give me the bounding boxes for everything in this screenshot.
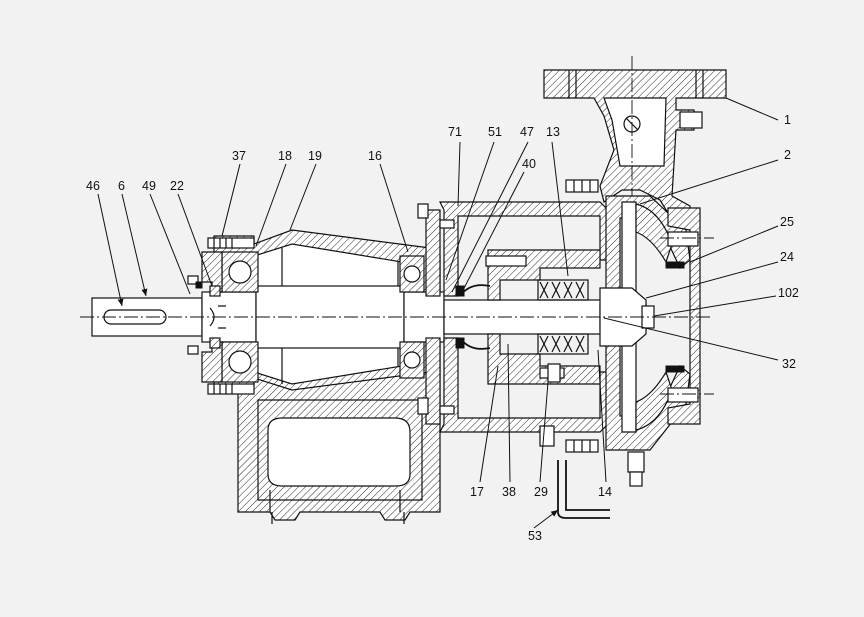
callout-47: 47 bbox=[520, 125, 534, 139]
callout-102: 102 bbox=[778, 286, 799, 300]
callout-18: 18 bbox=[278, 149, 292, 163]
callout-37: 37 bbox=[232, 149, 246, 163]
callout-49: 49 bbox=[142, 179, 156, 193]
callout-labels: 1 2 25 24 102 32 71 51 47 13 40 16 37 18… bbox=[86, 113, 799, 543]
end-cover-bolts bbox=[187, 237, 255, 395]
bearings bbox=[201, 251, 425, 383]
callout-32: 32 bbox=[782, 357, 796, 371]
seal-chamber bbox=[417, 201, 615, 433]
callout-1: 1 bbox=[784, 113, 791, 127]
support-bracket bbox=[557, 460, 610, 519]
callout-46: 46 bbox=[86, 179, 100, 193]
callout-38: 38 bbox=[502, 485, 516, 499]
callout-25: 25 bbox=[780, 215, 794, 229]
callout-53: 53 bbox=[528, 529, 542, 543]
centerlines bbox=[80, 56, 714, 395]
leader-lines bbox=[97, 97, 779, 529]
callout-6: 6 bbox=[118, 179, 125, 193]
callout-24: 24 bbox=[780, 250, 794, 264]
callout-13: 13 bbox=[546, 125, 560, 139]
callout-51: 51 bbox=[488, 125, 502, 139]
callout-22: 22 bbox=[170, 179, 184, 193]
pump-casing bbox=[543, 69, 727, 487]
callout-14: 14 bbox=[598, 485, 612, 499]
callout-40: 40 bbox=[522, 157, 536, 171]
callout-2: 2 bbox=[784, 148, 791, 162]
callout-17: 17 bbox=[470, 485, 484, 499]
callout-19: 19 bbox=[308, 149, 322, 163]
callout-71: 71 bbox=[448, 125, 462, 139]
callout-16: 16 bbox=[368, 149, 382, 163]
callout-29: 29 bbox=[534, 485, 548, 499]
